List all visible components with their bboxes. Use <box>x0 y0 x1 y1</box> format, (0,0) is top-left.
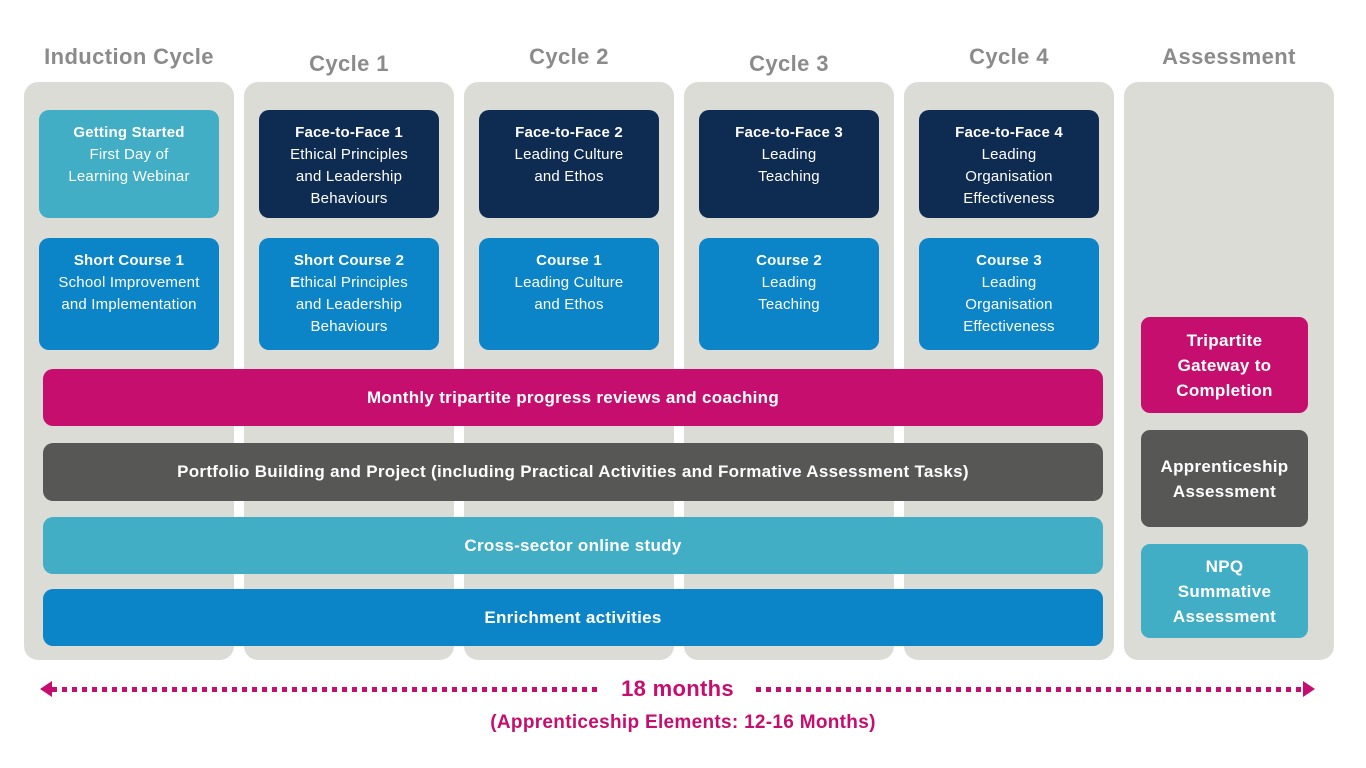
box-line: Organisation <box>965 296 1053 313</box>
box-title: Face-to-Face 3 <box>735 124 843 141</box>
timeline-arrow: 18 months <box>40 676 1316 701</box>
box-line: Leading <box>981 146 1037 163</box>
box-title: Face-to-Face 1 <box>295 124 403 141</box>
bar-label: Cross-sector online study <box>464 535 682 555</box>
column-header-cycle-3: Cycle 3 <box>749 51 829 76</box>
box-line: and Leadership <box>295 296 403 313</box>
box-title: Face-to-Face 2 <box>515 124 623 141</box>
box-line: Behaviours <box>310 190 388 207</box>
npq-summative-assessment-box: NPQ Summative Assessment <box>1141 544 1308 638</box>
box-title: Short Course 2 <box>293 252 405 269</box>
monthly-tripartite-reviews-bar: Monthly tripartite progress reviews and … <box>43 369 1103 426</box>
getting-started-box: Getting Started First Day of Learning We… <box>39 110 219 218</box>
box-line: School Improvement <box>58 274 200 291</box>
box-line: First Day of <box>89 146 169 163</box>
portfolio-building-bar: Portfolio Building and Project (includin… <box>43 443 1103 501</box>
column-header-cycle-2: Cycle 2 <box>529 44 609 69</box>
dotted-line-left <box>52 686 600 692</box>
course-3-box: Course 3 Leading Organisation Effectiven… <box>919 238 1099 350</box>
box-line: Assessment <box>1172 606 1277 626</box>
box-line: Tripartite <box>1186 330 1263 350</box>
box-title: Course 1 <box>536 252 602 269</box>
face-to-face-2-box: Face-to-Face 2 Leading Culture and Ethos <box>479 110 659 218</box>
box-line: Effectiveness <box>963 318 1055 335</box>
box-line: and Ethos <box>534 168 604 185</box>
tripartite-gateway-box: Tripartite Gateway to Completion <box>1141 317 1308 413</box>
bar-label: Enrichment activities <box>484 607 662 627</box>
box-title: Short Course 1 <box>73 252 185 269</box>
column-header-cycle-1: Cycle 1 <box>309 51 389 76</box>
box-line: Gateway to <box>1177 355 1272 375</box>
box-line: Leading Culture <box>514 274 624 291</box>
face-to-face-1-box: Face-to-Face 1 Ethical Principles and Le… <box>259 110 439 218</box>
course-2-box: Course 2 Leading Teaching <box>699 238 879 350</box>
column-header-assessment: Assessment <box>1162 44 1296 69</box>
box-line: Teaching <box>758 168 820 185</box>
arrowhead-right-icon <box>1303 681 1316 697</box>
box-line: Apprenticeship <box>1160 456 1289 476</box>
bar-label: Monthly tripartite progress reviews and … <box>366 387 780 407</box>
box-line: Behaviours <box>310 318 388 335</box>
face-to-face-4-box: Face-to-Face 4 Leading Organisation Effe… <box>919 110 1099 218</box>
box-line: Assessment <box>1172 481 1277 501</box>
box-title: Face-to-Face 4 <box>955 124 1063 141</box>
box-line: Ethical Principles <box>290 274 408 291</box>
cross-sector-study-bar: Cross-sector online study <box>43 517 1103 574</box>
dotted-line-right <box>755 686 1304 692</box>
course-1-box: Course 1 Leading Culture and Ethos <box>479 238 659 350</box>
box-title: Getting Started <box>73 124 185 141</box>
box-line: Leading <box>761 274 817 291</box>
bar-label: Portfolio Building and Project (includin… <box>177 462 969 481</box>
box-line: Organisation <box>965 168 1053 185</box>
box-line: NPQ <box>1205 556 1244 576</box>
box-title: Course 2 <box>756 252 822 269</box>
short-course-2-box: Short Course 2 Ethical Principles and Le… <box>259 238 439 350</box>
box-line: Ethical Principles <box>290 146 408 163</box>
apprenticeship-assessment-box: Apprenticeship Assessment <box>1141 430 1308 527</box>
face-to-face-3-box: Face-to-Face 3 Leading Teaching <box>699 110 879 218</box>
box-line: Leading <box>981 274 1037 291</box>
timeline-note: (Apprenticeship Elements: 12-16 Months) <box>490 712 876 733</box>
enrichment-activities-bar: Enrichment activities <box>43 589 1103 646</box>
box-line: and Leadership <box>295 168 403 185</box>
box-line: Learning Webinar <box>68 168 190 185</box>
column-header-cycle-4: Cycle 4 <box>969 44 1049 69</box>
box-line: Effectiveness <box>963 190 1055 207</box>
column-header-induction-cycle: Induction Cycle <box>44 44 214 69</box>
short-course-1-box: Short Course 1 School Improvement and Im… <box>39 238 219 350</box>
box-line: Summative <box>1177 581 1272 601</box>
box-line: and Implementation <box>61 296 197 313</box>
box-line: Completion <box>1176 380 1273 400</box>
arrowhead-left-icon <box>40 681 52 697</box>
box-line: Leading Culture <box>514 146 624 163</box>
box-line: Leading <box>761 146 817 163</box>
box-title: Course 3 <box>976 252 1042 269</box>
box-line: Teaching <box>758 296 820 313</box>
duration-label: 18 months <box>621 676 734 701</box>
box-line: and Ethos <box>534 296 604 313</box>
